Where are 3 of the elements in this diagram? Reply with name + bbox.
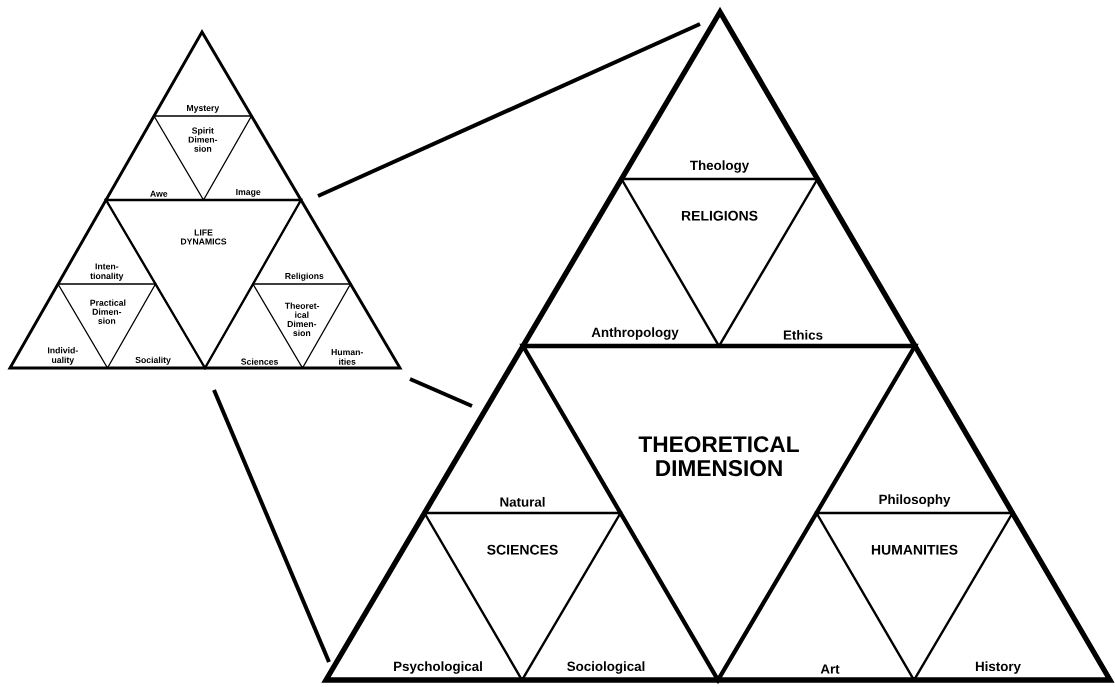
zoom-line <box>409 377 473 408</box>
zoom-line <box>212 389 331 663</box>
zoom-line <box>317 22 701 198</box>
